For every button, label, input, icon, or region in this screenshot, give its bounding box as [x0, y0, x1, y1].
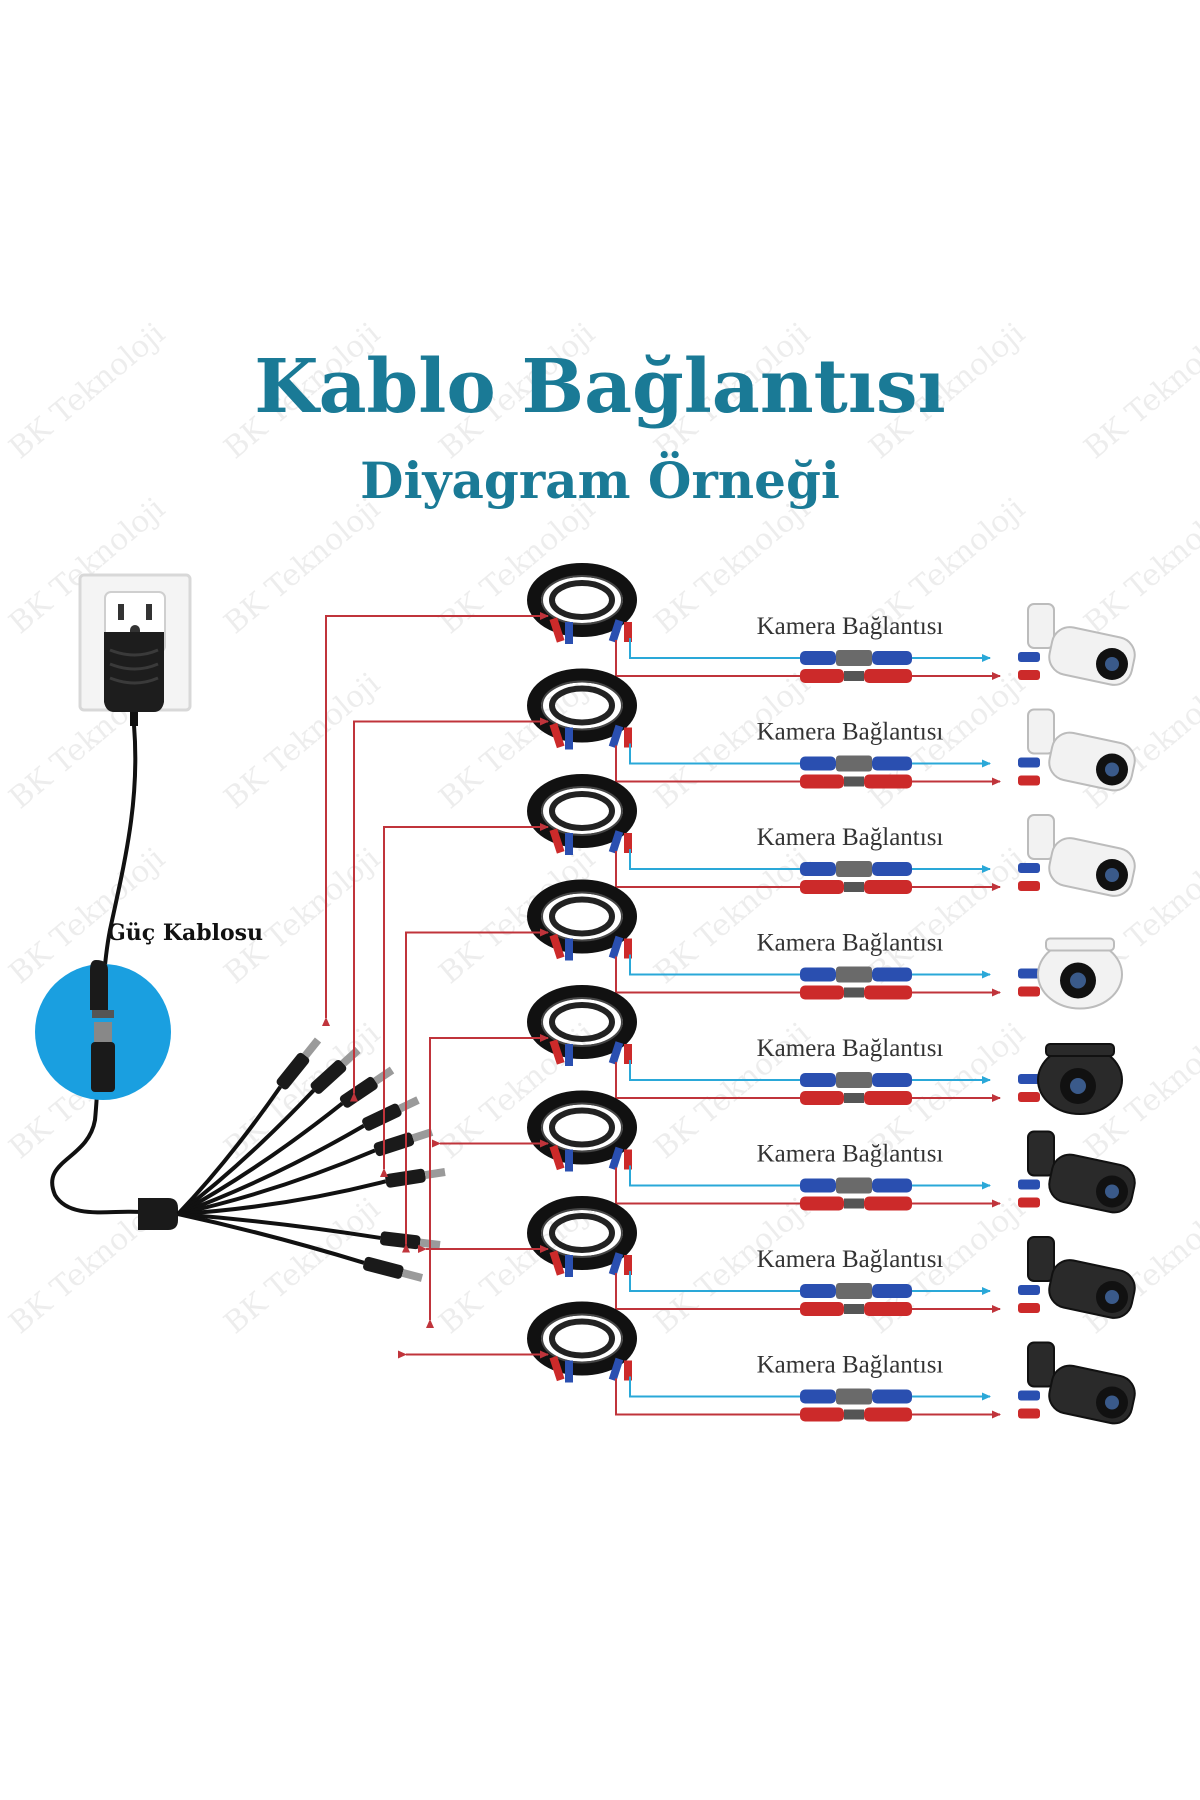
- cable-coil-icon: [527, 563, 637, 644]
- diagram-subtitle: Diyagram Örneği: [360, 450, 840, 510]
- dc-plug-icon: [276, 1037, 322, 1090]
- dc-plug-icon: [362, 1096, 420, 1131]
- power-splitter: [138, 1037, 446, 1282]
- watermark-text: BK Teknoloji: [648, 841, 817, 991]
- bnc-rca-connector-icon: [800, 1388, 912, 1422]
- power-arrow: [426, 1034, 549, 1328]
- splitter-lead: [177, 1212, 381, 1240]
- bnc-rca-connector-icon: [800, 755, 912, 789]
- camera-connection-label: Kamera Bağlantısı: [757, 1141, 944, 1168]
- watermark-text: BK Teknoloji: [1078, 316, 1200, 466]
- cable-coil-icon: [527, 774, 637, 855]
- cable-coil-icon: [527, 985, 637, 1066]
- dc-plug-icon: [373, 1128, 434, 1157]
- power-arrow: [350, 717, 549, 1102]
- diagram-title: Kablo Bağlantısı: [254, 344, 945, 430]
- bullet-camera-icon: [1018, 603, 1136, 686]
- watermark-text: BK Teknoloji: [218, 491, 387, 641]
- splitter-lead: [177, 1148, 376, 1216]
- bullet-camera-icon: [1018, 814, 1136, 897]
- camera-row: Kamera Bağlantısı: [426, 985, 1123, 1328]
- power-arrow: [380, 823, 549, 1177]
- camera-row: Kamera Bağlantısı: [350, 668, 1136, 1102]
- camera-row: Kamera Bağlantısı: [432, 1090, 1136, 1214]
- bnc-rca-connector-icon: [800, 861, 912, 894]
- bnc-rca-connector-icon: [800, 1072, 912, 1105]
- camera-connection-label: Kamera Bağlantısı: [757, 1035, 944, 1062]
- splitter-lead: [176, 1089, 316, 1216]
- bullet-camera-icon: [1018, 1130, 1136, 1214]
- bnc-rca-connector-icon: [800, 966, 912, 1000]
- bnc-rca-connector-icon: [800, 650, 912, 683]
- bnc-rca-connector-icon: [800, 1177, 912, 1211]
- cable-coil-icon: [527, 1196, 637, 1277]
- bnc-rca-connector-icon: [800, 1283, 912, 1316]
- power-cable-label: Güç Kablosu: [107, 920, 263, 946]
- splitter-lead: [177, 1179, 387, 1216]
- watermark-text: BK Teknoloji: [3, 316, 172, 466]
- camera-connection-label: Kamera Bağlantısı: [757, 1352, 944, 1379]
- splitter-lead: [177, 1124, 365, 1216]
- cable-coil-icon: [527, 1090, 637, 1172]
- camera-row: Kamera Bağlantısı: [418, 1196, 1136, 1319]
- connector-highlight: [35, 960, 171, 1100]
- camera-connection-label: Kamera Bağlantısı: [757, 824, 944, 851]
- camera-connection-label: Kamera Bağlantısı: [757, 1246, 944, 1273]
- camera-connection-label: Kamera Bağlantısı: [757, 930, 944, 957]
- camera-row: Kamera Bağlantısı: [322, 563, 1136, 1026]
- splitter-lead: [177, 1101, 344, 1216]
- watermark-text: BK Teknoloji: [218, 841, 387, 991]
- cable-coil-icon: [527, 668, 637, 750]
- splitter-lead: [176, 1085, 283, 1216]
- camera-row: Kamera Bağlantısı: [402, 879, 1123, 1253]
- dc-plug-icon: [385, 1168, 446, 1188]
- bullet-camera-icon: [1018, 1341, 1136, 1425]
- cable-coil-icon: [527, 879, 637, 961]
- watermark-text: BK Teknoloji: [218, 1191, 387, 1341]
- dc-plug-icon: [363, 1256, 424, 1282]
- camera-row: Kamera Bağlantısı: [398, 1301, 1136, 1425]
- watermark-text: BK Teknoloji: [1078, 491, 1200, 641]
- camera-row: Kamera Bağlantısı: [380, 774, 1136, 1177]
- bullet-camera-icon: [1018, 1236, 1136, 1319]
- power-adapter-icon: [104, 632, 164, 726]
- dome-camera-icon: [1018, 1043, 1123, 1115]
- cable-coil-icon: [527, 1301, 637, 1383]
- camera-connection-label: Kamera Bağlantısı: [757, 719, 944, 746]
- camera-connection-label: Kamera Bağlantısı: [757, 613, 944, 640]
- splitter-lead: [177, 1212, 365, 1265]
- bullet-camera-icon: [1018, 708, 1136, 792]
- power-arrow: [402, 928, 549, 1253]
- dome-camera-icon: [1018, 937, 1123, 1010]
- power-arrow: [322, 612, 549, 1026]
- watermark-text: BK Teknoloji: [218, 666, 387, 816]
- watermark-text: BK Teknoloji: [433, 841, 602, 991]
